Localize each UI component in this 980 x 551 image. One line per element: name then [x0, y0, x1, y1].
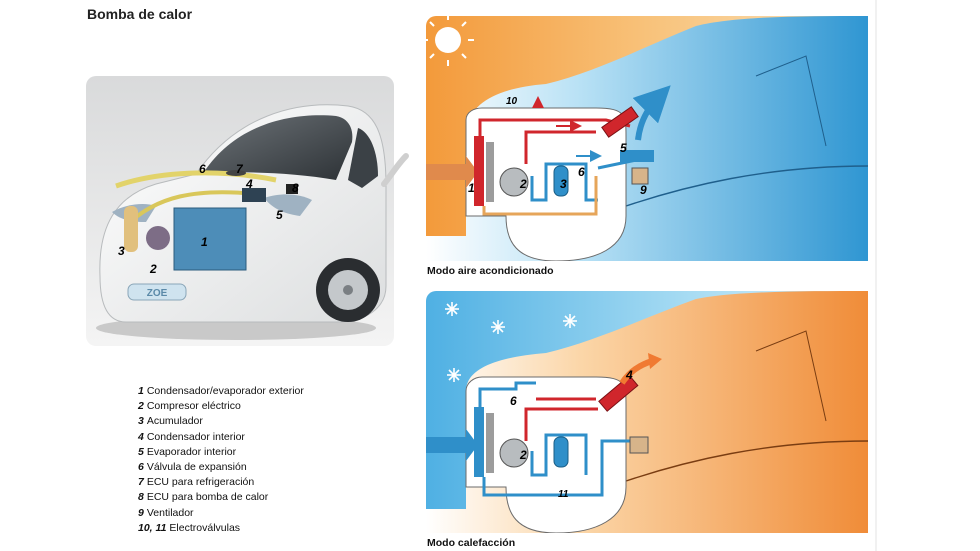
condenser-part [173, 207, 247, 271]
accumulator-icon [553, 165, 569, 197]
warm-air-arrowhead [648, 353, 662, 369]
cooling-marker-9: 9 [640, 183, 647, 197]
return-line [482, 176, 598, 216]
car-illustration: ZOE 1 2 3 4 5 6 7 8 [86, 76, 394, 346]
warm-air-out-arrow [619, 358, 653, 385]
side-window [348, 128, 378, 188]
cooling-marker-6: 6 [578, 165, 585, 179]
right-headlight [264, 194, 312, 216]
cooling-marker-2: 2 [519, 177, 527, 191]
cooling-mode-diagram: 10 1 2 3 6 5 9 [426, 16, 868, 261]
ecu-part [286, 184, 298, 194]
sun-icon [426, 16, 474, 66]
car-marker-2: 2 [149, 262, 157, 276]
right-margin-strip [875, 0, 877, 551]
cold-line [530, 433, 588, 477]
accumulator-part [124, 206, 138, 252]
heating-marker-2: 2 [519, 448, 527, 462]
accumulator-icon [553, 436, 569, 468]
blower-fan [631, 167, 649, 185]
cooling-marker-5: 5 [620, 141, 627, 155]
return-line [482, 439, 646, 497]
car-line [625, 165, 868, 207]
heating-caption: Modo calefacción [427, 537, 516, 549]
compressor-icon [499, 438, 529, 468]
exterior-fan [486, 142, 494, 202]
badge-text: ZOE [147, 288, 168, 299]
exterior-fan [486, 413, 494, 473]
exterior-exchanger [474, 407, 484, 477]
car-marker-6: 6 [199, 162, 206, 176]
cold-line [530, 162, 598, 202]
wheel-hub [343, 285, 353, 295]
engine-pipe-upper [115, 170, 277, 189]
hot-line-compressor [524, 130, 596, 164]
heating-marker-4: 4 [625, 368, 633, 382]
ecu-refrigeration-part [226, 170, 246, 176]
cold-line-upper [478, 381, 536, 407]
car-marker-8: 8 [292, 181, 299, 195]
evaporator-part [242, 188, 266, 202]
car-line [625, 440, 868, 482]
snowflake-icons [445, 302, 577, 382]
callout-pointer [381, 153, 409, 187]
door-line [755, 330, 827, 422]
car-marker-4: 4 [245, 177, 253, 191]
intake-air-arrow [426, 156, 478, 188]
cool-air-out-arrow [632, 85, 671, 141]
interior-evaporator [620, 150, 654, 162]
car-marker-7: 7 [236, 162, 244, 176]
compressor-part [146, 226, 170, 250]
cooling-marker-10: 10 [506, 96, 518, 107]
windshield [204, 115, 353, 180]
page-title: Bomba de calor [87, 6, 193, 22]
exterior-exchanger [474, 136, 484, 206]
heating-marker-6: 6 [510, 394, 517, 408]
heating-mode-diagram: 6 2 4 11 [426, 291, 868, 533]
interior-condenser [598, 374, 639, 412]
compressor-icon [499, 167, 529, 197]
intake-air-arrow [426, 429, 478, 461]
cooling-caption: Modo aire acondicionado [427, 265, 554, 277]
car-marker-5: 5 [276, 208, 283, 222]
door-line [755, 55, 827, 147]
blower-fan [629, 436, 649, 454]
car-marker-1: 1 [201, 235, 208, 249]
cooling-marker-3: 3 [560, 177, 567, 191]
cooling-marker-1: 1 [468, 181, 475, 195]
heating-marker-11: 11 [558, 489, 569, 500]
car-marker-3: 3 [118, 244, 125, 258]
hot-line-compressor [524, 407, 598, 441]
badge-plate [127, 283, 187, 301]
